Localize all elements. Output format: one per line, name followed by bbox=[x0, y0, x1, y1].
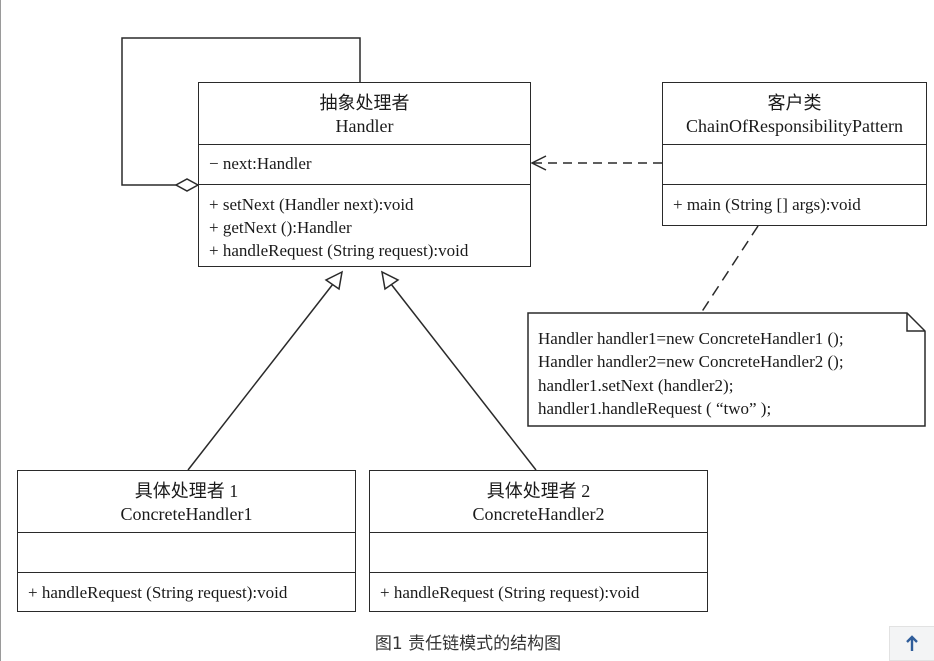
handler-class-name: Handler bbox=[335, 116, 394, 136]
note-code: Handler handler1=new ConcreteHandler1 ()… bbox=[538, 327, 844, 420]
aggregation-diamond-icon bbox=[174, 178, 200, 192]
handler-operations: + setNext (Handler next):void + getNext … bbox=[199, 185, 530, 262]
concrete-handler-2-box: 具体处理者 2 ConcreteHandler2 + handleRequest… bbox=[369, 470, 708, 612]
note-line-1: Handler handler1=new ConcreteHandler1 ()… bbox=[538, 329, 844, 348]
concrete-handler-1-box: 具体处理者 1 ConcreteHandler1 + handleRequest… bbox=[17, 470, 356, 612]
note-line-4: handler1.handleRequest ( “two” ); bbox=[538, 398, 772, 418]
back-to-top-button[interactable] bbox=[889, 626, 934, 661]
concrete-handler-1-name-cn: 具体处理者 1 bbox=[134, 481, 239, 501]
concrete-handler-2-name: ConcreteHandler2 bbox=[472, 504, 605, 524]
note-line-2: Handler handler2=new ConcreteHandler2 ()… bbox=[538, 352, 844, 372]
note-anchor-line bbox=[700, 225, 759, 314]
generalization-arrowhead-1-icon bbox=[324, 270, 343, 291]
client-class-name-cn: 客户类 bbox=[767, 93, 822, 113]
dependency-arrowhead-icon bbox=[530, 155, 547, 171]
client-class-name: ChainOfResponsibilityPattern bbox=[686, 116, 903, 136]
handler-operation-getnext: + getNext ():Handler bbox=[209, 218, 352, 237]
client-operations: + main (String [] args):void bbox=[663, 185, 926, 216]
concrete-handler-1-operations: + handleRequest (String request):void bbox=[18, 573, 355, 604]
client-class-header: 客户类 ChainOfResponsibilityPattern bbox=[663, 83, 926, 145]
aggregation-self-loop-line bbox=[121, 37, 361, 186]
concrete-handler-2-header: 具体处理者 2 ConcreteHandler2 bbox=[370, 471, 707, 533]
handler-class-name-cn: 抽象处理者 bbox=[319, 93, 410, 113]
handler-class-header: 抽象处理者 Handler bbox=[199, 83, 530, 145]
concrete-handler-1-name: ConcreteHandler1 bbox=[120, 504, 253, 524]
handler-attribute-next: − next:Handler bbox=[209, 154, 312, 173]
note-line-3: handler1.setNext (handler2); bbox=[538, 375, 734, 395]
handler-operation-handlerequest: + handleRequest (String request):void bbox=[209, 241, 469, 260]
concrete-handler-2-operation: + handleRequest (String request):void bbox=[380, 583, 640, 602]
generalization-line-2 bbox=[390, 283, 537, 471]
handler-attributes: − next:Handler bbox=[199, 145, 530, 185]
arrow-up-icon bbox=[906, 634, 918, 651]
note-fold-icon bbox=[906, 313, 925, 332]
concrete-handler-1-operation: + handleRequest (String request):void bbox=[28, 583, 288, 602]
handler-class-box: 抽象处理者 Handler − next:Handler + setNext (… bbox=[198, 82, 531, 267]
client-attributes bbox=[663, 145, 926, 185]
concrete-handler-2-name-cn: 具体处理者 2 bbox=[486, 481, 591, 501]
client-class-box: 客户类 ChainOfResponsibilityPattern + main … bbox=[662, 82, 927, 226]
figure-caption: 图1 责任链模式的结构图 bbox=[374, 634, 562, 654]
concrete-handler-2-operations: + handleRequest (String request):void bbox=[370, 573, 707, 604]
client-operation-main: + main (String [] args):void bbox=[673, 195, 861, 214]
generalization-line-1 bbox=[187, 283, 334, 471]
handler-operation-setnext: + setNext (Handler next):void bbox=[209, 195, 414, 214]
concrete-handler-1-attributes bbox=[18, 533, 355, 573]
note-box bbox=[527, 312, 926, 427]
concrete-handler-2-attributes bbox=[370, 533, 707, 573]
concrete-handler-1-header: 具体处理者 1 ConcreteHandler1 bbox=[18, 471, 355, 533]
generalization-arrowhead-2-icon bbox=[381, 270, 400, 291]
